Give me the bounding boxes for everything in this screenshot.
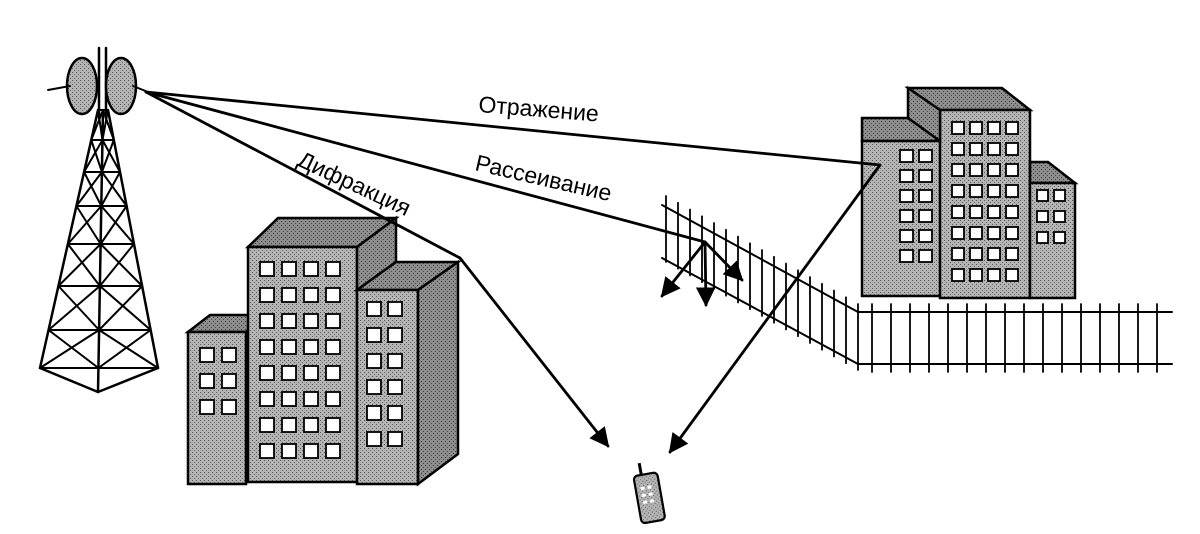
building-cluster-left (184, 215, 462, 487)
mobile-phone-icon (632, 462, 666, 525)
scatter-arrow-1 (660, 240, 707, 298)
antenna-icon (47, 56, 149, 116)
diffraction-path (144, 90, 462, 260)
building-cluster-right (860, 85, 1079, 300)
reflection-path (144, 90, 882, 167)
propagation-paths (144, 90, 882, 454)
scattering-path (144, 90, 707, 244)
scatter-arrow-2 (695, 240, 716, 307)
scatter-arrow-3 (703, 240, 744, 282)
reflection-label: Отражение (478, 91, 600, 126)
diffraction-arrow (458, 256, 610, 448)
reflection-arrow (668, 163, 882, 454)
diffraction-label: Дифракция (294, 146, 415, 221)
transmitter-tower (38, 46, 160, 394)
